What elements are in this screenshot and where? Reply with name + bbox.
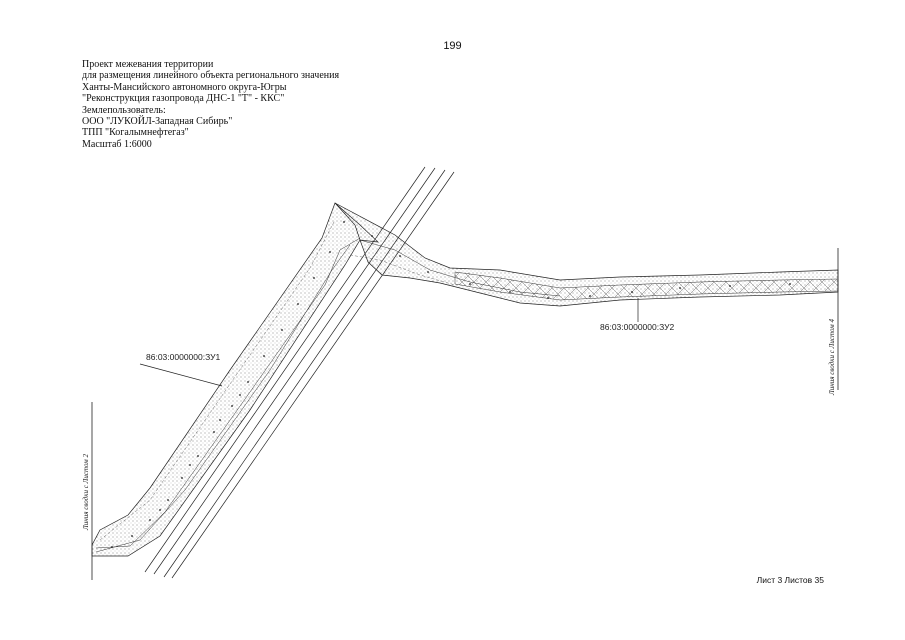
sheet-counter: Лист 3 Листов 35 xyxy=(756,575,824,585)
header-line-title: Проект межевания территории xyxy=(82,59,214,70)
right-join-label: Линия сводки с Листом 4 xyxy=(828,319,836,396)
header-line-company: ООО "ЛУКОЙЛ-Западная Сибирь" xyxy=(82,116,233,128)
header-line-landuser-label: Землепользователь: xyxy=(82,104,166,116)
page-number: 199 xyxy=(443,40,462,52)
parcel-zu1-label: 86:03:0000000:ЗУ1 xyxy=(146,352,221,362)
parcel-zu2-label: 86:03:0000000:ЗУ2 xyxy=(600,322,675,332)
left-join-label: Линия сводки с Листом 2 xyxy=(82,454,90,531)
parcel-zu1-leader xyxy=(139,363,223,387)
header-line-project: "Реконструкция газопровода ДНС-1 "Т" - К… xyxy=(82,93,285,105)
header-line-scale: Масштаб 1:6000 xyxy=(82,138,152,150)
header-line-division: ТПП "Когалымнефтегаз" xyxy=(82,127,189,139)
survey-points xyxy=(111,221,791,548)
corridor-zu2 xyxy=(334,202,839,307)
corridor-zu1 xyxy=(91,202,380,557)
road-lines xyxy=(144,166,455,579)
document-header: Проект межевания территории для размещен… xyxy=(82,59,339,150)
header-line-region: Ханты-Мансийского автономного округа-Югр… xyxy=(82,81,287,93)
header-line-purpose: для размещения линейного объекта региона… xyxy=(82,70,340,82)
